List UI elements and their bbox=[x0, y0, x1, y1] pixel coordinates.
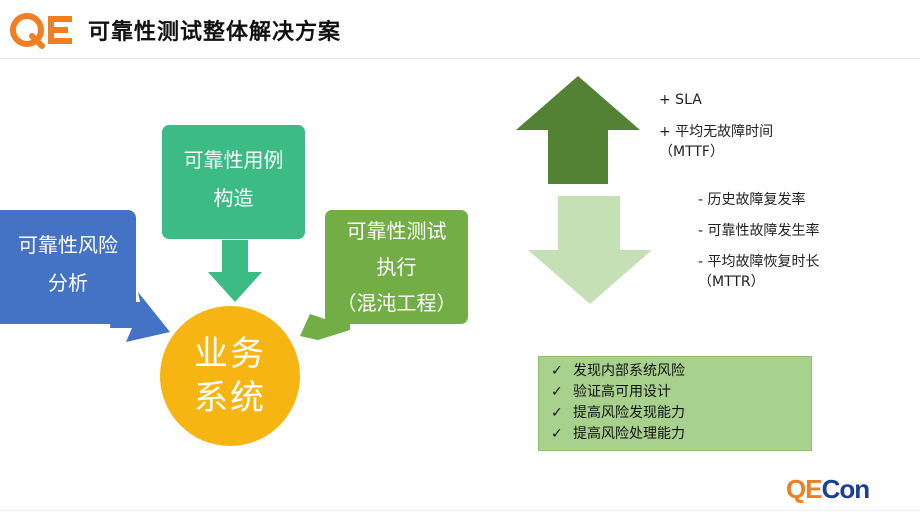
decrease-item: - 平均故障恢复时长 bbox=[698, 254, 820, 270]
check-icon: ✓ bbox=[551, 363, 563, 379]
decrease-item: （MTTR） bbox=[698, 274, 765, 290]
checklist-text: 验证高可用设计 bbox=[573, 384, 671, 400]
qecon-logo-con: Con bbox=[821, 474, 871, 504]
checklist-item: ✓ 提高风险处理能力 bbox=[551, 424, 811, 445]
increase-item: + SLA bbox=[659, 92, 702, 108]
check-icon: ✓ bbox=[551, 426, 563, 442]
case-construction-line1: 可靠性用例 bbox=[183, 148, 284, 172]
header: 可靠性测试整体解决方案 bbox=[0, 0, 920, 58]
increase-item: + 平均无故障时间 bbox=[659, 124, 774, 140]
qecon-logo: QECon bbox=[786, 474, 871, 505]
risk-analysis-line1: 可靠性风险 bbox=[18, 233, 118, 257]
test-execution-box: 可靠性测试 执行 （混沌工程） bbox=[325, 210, 468, 324]
qe-logo-icon bbox=[10, 13, 72, 49]
decrease-item: - 可靠性故障发生率 bbox=[698, 223, 820, 239]
increase-item: （MTTF） bbox=[659, 144, 724, 160]
check-icon: ✓ bbox=[551, 405, 563, 421]
checklist-item: ✓ 发现内部系统风险 bbox=[551, 361, 811, 382]
arrow-box2-to-center-icon bbox=[208, 240, 262, 302]
benefits-checklist: ✓ 发现内部系统风险 ✓ 验证高可用设计 ✓ 提高风险发现能力 ✓ 提高风险处理能力 bbox=[538, 356, 812, 451]
increase-metrics-list: + SLA + 平均无故障时间 （MTTF） bbox=[659, 90, 773, 162]
decrease-item: - 历史故障复发率 bbox=[698, 192, 806, 208]
risk-analysis-line2: 分析 bbox=[48, 271, 88, 295]
checklist-text: 提高风险处理能力 bbox=[573, 426, 685, 442]
page-title: 可靠性测试整体解决方案 bbox=[88, 20, 342, 45]
risk-analysis-box: 可靠性风险 分析 bbox=[0, 210, 136, 324]
checklist-item: ✓ 验证高可用设计 bbox=[551, 382, 811, 403]
test-execution-line3: （混沌工程） bbox=[336, 291, 457, 315]
decrease-metrics-list: - 历史故障复发率 - 可靠性故障发生率 - 平均故障恢复时长 （MTTR） bbox=[698, 190, 820, 292]
case-construction-box: 可靠性用例 构造 bbox=[162, 125, 305, 239]
down-arrow-icon bbox=[528, 196, 652, 304]
header-divider bbox=[0, 58, 920, 59]
case-construction-line2: 构造 bbox=[213, 186, 254, 210]
up-arrow-icon bbox=[516, 76, 640, 184]
checklist-item: ✓ 提高风险发现能力 bbox=[551, 403, 811, 424]
checklist-text: 发现内部系统风险 bbox=[573, 363, 685, 379]
business-system-line2: 系统 bbox=[194, 378, 266, 418]
footer-divider bbox=[0, 510, 920, 511]
test-execution-line1: 可靠性测试 bbox=[346, 219, 447, 243]
checklist-text: 提高风险发现能力 bbox=[573, 405, 685, 421]
business-system-circle: 业务 系统 bbox=[160, 306, 300, 446]
check-icon: ✓ bbox=[551, 384, 563, 400]
business-system-line1: 业务 bbox=[194, 334, 266, 374]
test-execution-line2: 执行 bbox=[376, 255, 417, 279]
qecon-logo-qe: QE bbox=[786, 474, 823, 504]
